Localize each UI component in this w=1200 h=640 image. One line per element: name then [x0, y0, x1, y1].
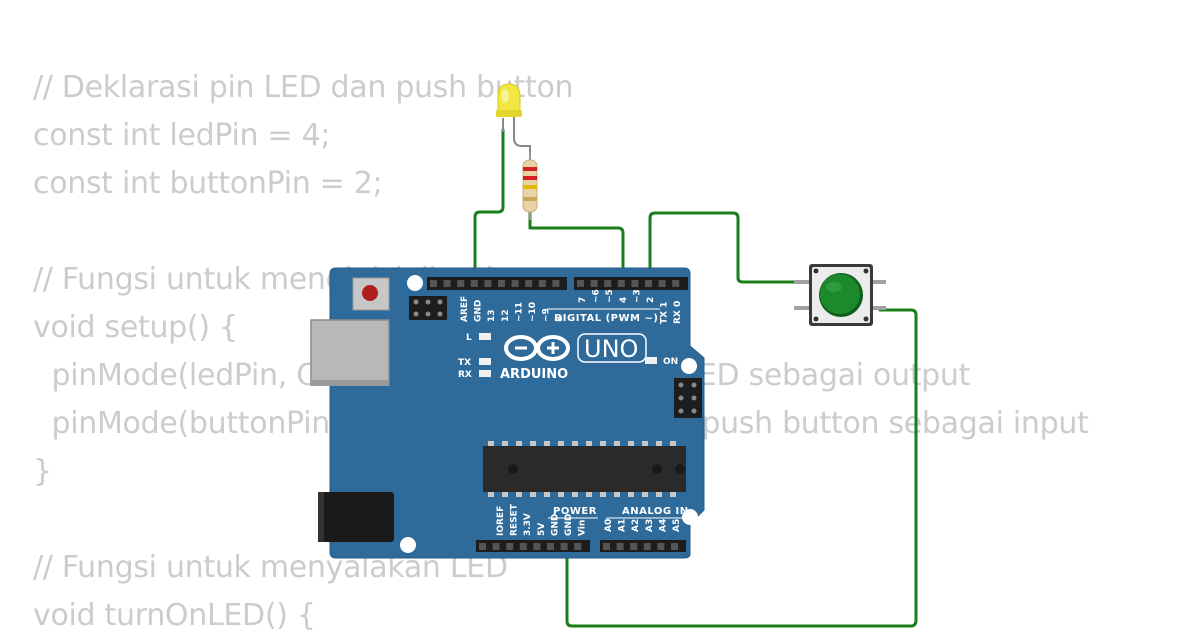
usb-connector	[310, 319, 390, 386]
analog-pin-label: A1	[618, 519, 628, 532]
digital-pin-label: TX 1	[660, 302, 670, 324]
digital-pin-label: ~6	[592, 289, 602, 303]
digital-pin-label: 7	[578, 297, 588, 303]
analog-pin-label: A4	[658, 519, 668, 532]
digital-pin-label: 2	[646, 297, 656, 303]
digital-pin-label: ~9	[542, 308, 552, 322]
power-pin-label: Vin	[578, 520, 588, 536]
led[interactable]	[496, 83, 531, 160]
digital-pin-label: 8	[555, 316, 565, 322]
digital-pin-label: ~10	[528, 302, 538, 322]
analog-pin-label: A5	[672, 519, 682, 532]
wire-button-gnd	[565, 308, 918, 628]
digital-header-label: DIGITAL (PWM ~)	[554, 313, 658, 324]
digital-pin-label: 4	[619, 297, 629, 303]
power-header-label: POWER	[553, 506, 597, 517]
power-pin-label: GND	[550, 514, 560, 536]
code-line: const int ledPin = 4;	[33, 118, 331, 153]
code-line: // Deklarasi pin LED dan push button	[33, 70, 574, 105]
tx-label: TX	[458, 358, 471, 368]
wire-pin2-button	[648, 211, 800, 285]
digital-pin-label: ~5	[605, 289, 615, 303]
code-line: void setup() {	[33, 310, 238, 345]
digital-pin-label: 12	[501, 309, 511, 322]
power-jack	[318, 492, 394, 542]
power-pin-label: 3.3V	[523, 513, 533, 536]
digital-pin-label: ~11	[514, 302, 524, 322]
digital-pin-label: 13	[487, 309, 497, 322]
wire-resistor-pin4	[528, 208, 625, 285]
power-pin-label: GND	[564, 514, 574, 536]
led-l-label: L	[466, 333, 472, 343]
wire-led-gnd	[473, 128, 505, 285]
code-line: void turnOnLED() {	[33, 598, 316, 633]
code-line: const int buttonPin = 2;	[33, 166, 383, 201]
rx-label: RX	[458, 370, 472, 380]
resistor[interactable]	[522, 152, 538, 220]
analog-pin-label: A2	[631, 519, 641, 532]
power-pin-label: 5V	[537, 523, 547, 536]
analog-pin-label: A3	[645, 519, 655, 532]
power-pin-label: RESET	[510, 503, 520, 536]
power-pin-label: IOREF	[496, 506, 506, 536]
push-button[interactable]	[794, 264, 886, 326]
digital-pin-label: RX 0	[673, 301, 683, 324]
digital-pin-label: ~3	[632, 289, 642, 303]
on-label: ON	[663, 357, 678, 367]
arduino-logo	[504, 335, 570, 361]
model-label: UNO	[584, 335, 638, 363]
brand-label: ARDUINO	[500, 367, 568, 382]
digital-pin-label: AREF	[460, 296, 470, 322]
analog-header-label: ANALOG IN	[622, 506, 689, 517]
code-line: }	[33, 454, 52, 489]
analog-pin-label: A0	[604, 519, 614, 532]
digital-pin-label: GND	[474, 300, 484, 322]
